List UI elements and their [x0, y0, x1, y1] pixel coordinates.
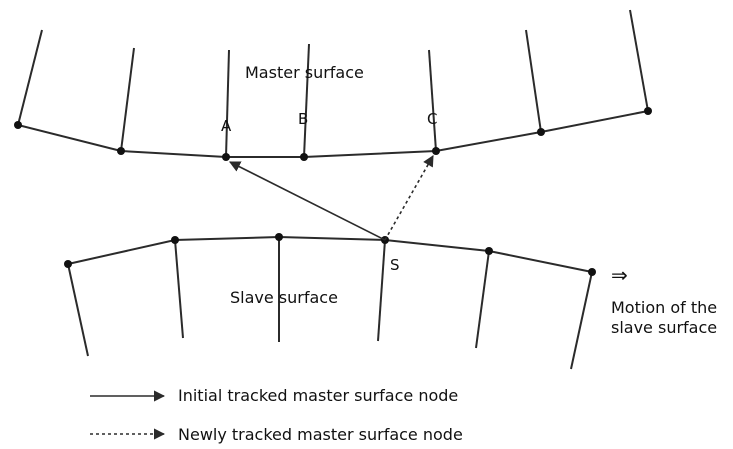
slave-surface-label: Slave surface	[230, 288, 338, 307]
master-node	[117, 147, 125, 155]
slave-node	[171, 236, 179, 244]
slave-node	[485, 247, 493, 255]
slave-surface	[64, 233, 596, 370]
master-edge	[17, 29, 43, 126]
slave-node	[64, 260, 72, 268]
initial-tracking-arrow	[228, 161, 386, 241]
legend: Initial tracked master surface node Newl…	[90, 386, 463, 444]
new-tracking-arrow	[384, 155, 434, 241]
master-node	[537, 128, 545, 136]
motion-label-line2: slave surface	[611, 318, 717, 337]
slave-surface-line	[67, 235, 593, 273]
node-a-label: A	[221, 117, 232, 135]
master-edge	[225, 49, 230, 158]
legend-newly-label: Newly tracked master surface node	[178, 425, 463, 444]
master-node	[644, 107, 652, 115]
master-surface-line	[17, 110, 649, 158]
node-c-label: C	[427, 110, 437, 128]
node-s-label: S	[390, 256, 400, 274]
master-node-b	[300, 153, 308, 161]
motion-arrow-icon: ⇒	[611, 263, 628, 287]
slave-node	[588, 268, 596, 276]
master-surface	[14, 9, 652, 161]
master-edge	[120, 47, 135, 152]
tracking-arrows	[228, 155, 434, 241]
master-edge	[303, 43, 310, 158]
slave-edge	[174, 239, 184, 339]
slave-edge	[570, 271, 593, 370]
master-edge	[525, 29, 542, 133]
slave-node	[275, 233, 283, 241]
master-node-c	[432, 147, 440, 155]
master-surface-label: Master surface	[245, 63, 364, 82]
slave-edge	[475, 250, 490, 349]
master-edge	[428, 49, 437, 152]
node-b-label: B	[298, 110, 308, 128]
slave-edge	[377, 239, 386, 342]
master-node	[14, 121, 22, 129]
motion-label-line1: Motion of the	[611, 298, 717, 317]
master-node-a	[222, 153, 230, 161]
legend-initial-label: Initial tracked master surface node	[178, 386, 458, 405]
master-edge	[629, 9, 649, 112]
slave-edge	[67, 263, 89, 357]
